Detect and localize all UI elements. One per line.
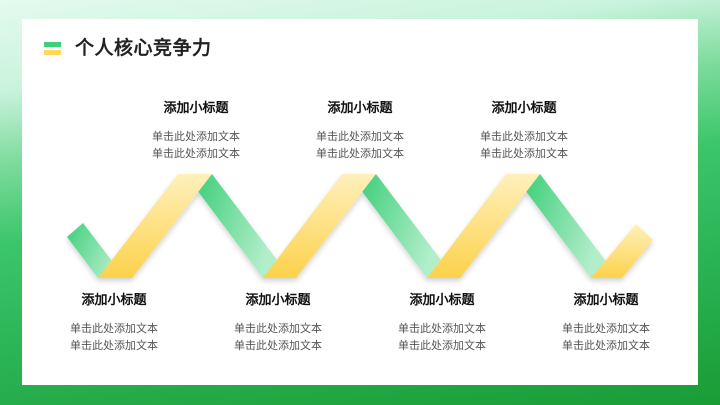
item-text[interactable]: 单击此处添加文本: [152, 147, 240, 160]
ribbon-yellow-segment: [263, 174, 376, 278]
ribbon-yellow-segment: [591, 224, 653, 278]
ribbon-yellow-segment: [98, 174, 212, 278]
item-title[interactable]: 添加小标题: [81, 293, 147, 308]
item-title[interactable]: 添加小标题: [163, 101, 229, 116]
ribbon-green-segment: [525, 174, 608, 278]
bottom-item-2[interactable]: 添加小标题 单击此处添加文本 单击此处添加文本: [208, 292, 348, 354]
item-title[interactable]: 添加小标题: [327, 101, 393, 116]
ribbon-green-segment: [197, 174, 280, 278]
bottom-item-1[interactable]: 添加小标题 单击此处添加文本 单击此处添加文本: [44, 292, 184, 354]
item-text[interactable]: 单击此处添加文本: [70, 322, 158, 335]
bottom-item-4[interactable]: 添加小标题 单击此处添加文本 单击此处添加文本: [536, 292, 676, 354]
item-title[interactable]: 添加小标题: [573, 293, 639, 308]
item-text[interactable]: 单击此处添加文本: [316, 147, 404, 160]
item-text[interactable]: 单击此处添加文本: [70, 339, 158, 352]
top-item-1[interactable]: 添加小标题 单击此处添加文本 单击此处添加文本: [126, 100, 266, 162]
item-text[interactable]: 单击此处添加文本: [398, 322, 486, 335]
two-bar-icon: [44, 42, 61, 56]
content-card: [22, 19, 698, 385]
green-bar: [44, 42, 61, 47]
top-item-2[interactable]: 添加小标题 单击此处添加文本 单击此处添加文本: [290, 100, 430, 162]
bottom-item-3[interactable]: 添加小标题 单击此处添加文本 单击此处添加文本: [372, 292, 512, 354]
top-item-3[interactable]: 添加小标题 单击此处添加文本 单击此处添加文本: [454, 100, 594, 162]
item-title[interactable]: 添加小标题: [491, 101, 557, 116]
item-title[interactable]: 添加小标题: [245, 293, 311, 308]
item-text[interactable]: 单击此处添加文本: [152, 130, 240, 143]
item-text[interactable]: 单击此处添加文本: [562, 339, 650, 352]
item-text[interactable]: 单击此处添加文本: [480, 130, 568, 143]
item-text[interactable]: 单击此处添加文本: [480, 147, 568, 160]
item-text[interactable]: 单击此处添加文本: [316, 130, 404, 143]
item-text[interactable]: 单击此处添加文本: [562, 322, 650, 335]
item-text[interactable]: 单击此处添加文本: [234, 339, 322, 352]
ribbon-green-segment: [361, 174, 444, 278]
item-title[interactable]: 添加小标题: [409, 293, 475, 308]
ribbon-yellow-segment: [427, 174, 540, 278]
item-text[interactable]: 单击此处添加文本: [398, 339, 486, 352]
page-title[interactable]: 个人核心竞争力: [75, 37, 212, 59]
item-text[interactable]: 单击此处添加文本: [234, 322, 322, 335]
yellow-bar: [44, 50, 61, 55]
